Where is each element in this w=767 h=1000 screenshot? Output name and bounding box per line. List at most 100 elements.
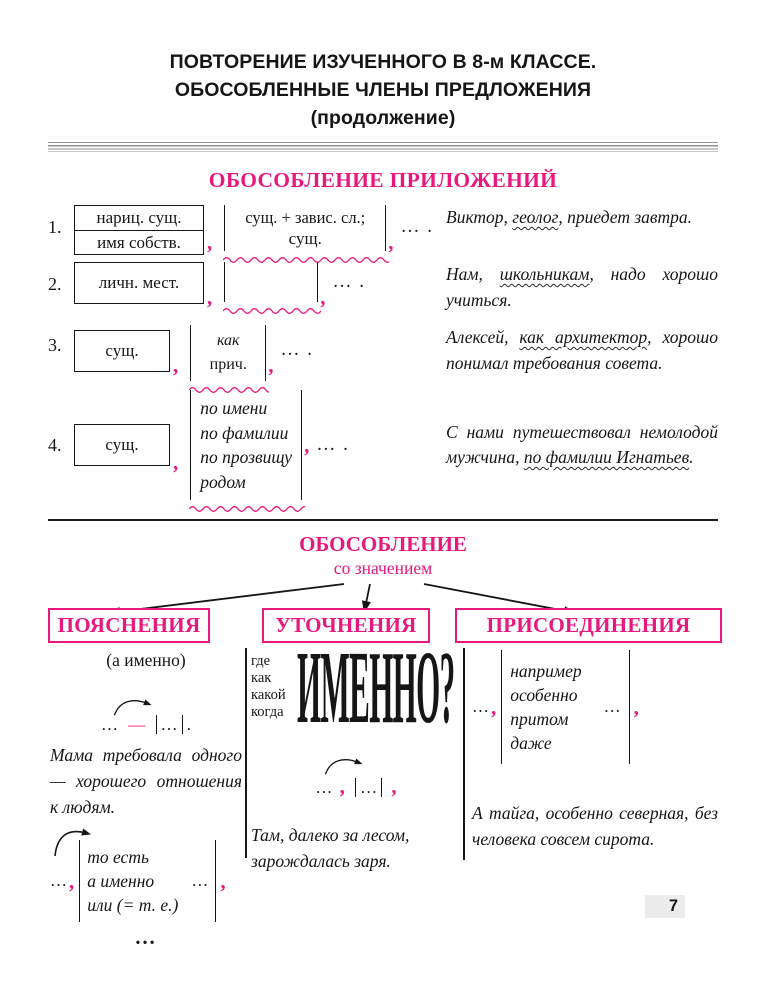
box-line: сущ. [105,341,139,360]
connector-words-box: то есть а именно или (= т. е.) … [79,840,217,922]
curved-arrow-icon [113,699,152,716]
page-content: ПОВТОРЕНИЕ ИЗУЧЕННОГО В 8-м КЛАССЕ. ОБОС… [48,0,722,1000]
connector-word-list: то есть а именно или (= т. е.) [87,845,178,917]
schema-dots: … [101,715,118,734]
period-mark: . [186,715,191,734]
box-line: имя собств. [75,229,203,255]
branch-box-clarification: УТОЧНЕНИЯ [262,608,430,643]
subject-box: личн. мест. [74,262,204,304]
subject-box: сущ. [74,330,170,372]
comma-mark: , [207,230,213,254]
connector-word: или (= т. е.) [87,895,179,915]
comma-mark: , [207,285,213,309]
schema-line: прич. [209,356,247,373]
comma-mark: , [391,774,397,798]
schema-line: по прозвищу [200,447,293,467]
apposition-schema-box [222,262,322,314]
box-line: нариц. сущ. [96,208,182,227]
question-word: как [251,670,272,686]
section2-subheading: со значением [333,558,433,578]
section2-heading: ОБОСОБЛЕНИЕ [299,532,467,556]
title-line-3: (продолжение) [310,107,456,129]
example-sentence: Там, далеко за лесом, зарождалась заря. [251,825,410,871]
connector-word: притом [510,709,569,729]
box-line: сущ. [105,435,139,454]
box-line: личн. мест. [98,273,180,292]
example-sentence: Виктор, геолог, приедет завтра. [446,205,718,231]
plain-text: С нами путешествовал немолодой мужчина, [446,421,718,468]
column-attachment: … , например особенно притом даже … , А … [472,650,718,852]
comma-mark: , [320,285,326,309]
connector-words-box: например особенно притом даже … [501,650,630,764]
subject-box: сущ. [74,424,170,466]
branch-box-attachment: ПРИСОЕДИНЕНИЯ [455,608,722,643]
comma-mark: , [268,353,274,377]
column-clarification: где как какой когда ИМЕННО? … , … , [251,635,461,874]
schema-dots: … [315,778,333,797]
dash-mark: — [128,715,146,734]
apposition-wavy-text: школьникам [499,264,590,284]
attachment-schema: … , например особенно притом даже … , [472,650,718,764]
comma-mark: , [220,868,226,893]
branch-box-explanation: ПОЯСНЕНИЯ [48,608,210,643]
section1-heading: ОБОСОБЛЕНИЕ ПРИЛОЖЕНИЙ [208,168,558,192]
plain-text: Нам, [446,264,500,284]
connector-word: например [510,661,582,681]
comma-mark: , [339,774,345,798]
apposition-row-4: 4. сущ. , по имени по фамилии по прозвищ… [48,390,718,512]
comma-mark: , [304,432,310,457]
apposition-wavy-text: как архитектор [519,327,648,347]
comma-mark: , [491,694,497,719]
example-sentence: Алексей, как архитектор, хорошо понимал … [446,325,718,376]
schema-line: родом [200,471,246,492]
title-line-1: ПОВТОРЕНИЕ ИЗУЧЕННОГО В 8-м КЛАССЕ. [169,51,597,73]
plain-text: Алексей, [446,327,520,347]
section-divider [48,519,718,521]
double-rule [48,142,718,152]
apposition-wavy-text: геолог [512,207,559,227]
wavy-underline-icon [222,251,392,263]
apposition-row-2: 2. личн. мест. , , … . Нам, школьникам, … [48,262,718,314]
question-word: где [251,653,271,669]
wavy-underline-icon [222,302,322,314]
connector-word: даже [510,733,552,753]
example-sentence: Нам, школьникам, надо хорошо учиться. [446,262,718,313]
wavy-underline-icon [188,381,274,393]
clarification-schema: … , … , [251,754,461,798]
connector-word: то есть [87,847,149,867]
comma-mark: , [173,449,179,474]
isolated-part-box: … [355,778,383,797]
curved-arrow-icon [324,758,363,775]
rest-of-sentence-dots: … . [332,271,366,292]
plain-text: Виктор, [446,207,513,227]
column-divider [463,648,465,860]
schema-dots: … [472,697,489,716]
explanation-schema-dash: … — … . [50,695,242,735]
row-number: 4. [48,434,62,455]
connector-word: а именно [87,871,155,891]
isolated-part-box: … [155,715,183,734]
apposition-schema-box: как прич. [188,325,274,393]
question-word: когда [251,704,284,720]
question-word: какой [251,687,286,703]
rest-of-sentence-dots: … . [400,216,434,237]
comma-mark: , [69,868,75,893]
plain-text: , хорошо понимал требования совета. [446,327,718,373]
schema-dots: … [50,871,67,890]
schema-line: как [216,332,240,349]
column-divider [245,648,247,858]
question-words-block: где как какой когда ИМЕННО? [251,635,461,739]
connector-word-list: например особенно притом даже [510,659,581,755]
apposition-row-3: 3. сущ. , как прич. , … . Алексей, как а… [48,325,718,393]
wavy-underline-icon [188,500,309,512]
page-title: ПОВТОРЕНИЕ ИЗУЧЕННОГО В 8-м КЛАССЕ. ОБОС… [48,48,718,132]
apposition-row-1: 1. нариц. сущ. имя собств. , сущ. + зави… [48,205,718,263]
example-sentence: С нами путешествовал немолодой мужчина, … [446,420,718,471]
page-number: 7 [645,895,685,918]
ellipsis: … [134,925,158,949]
hint-label: (а именно) [106,650,186,670]
column-explanation: (а именно) … — … . Мама требовала одного… [50,650,242,950]
row-number: 3. [48,335,62,355]
row-number: 1. [48,217,62,237]
